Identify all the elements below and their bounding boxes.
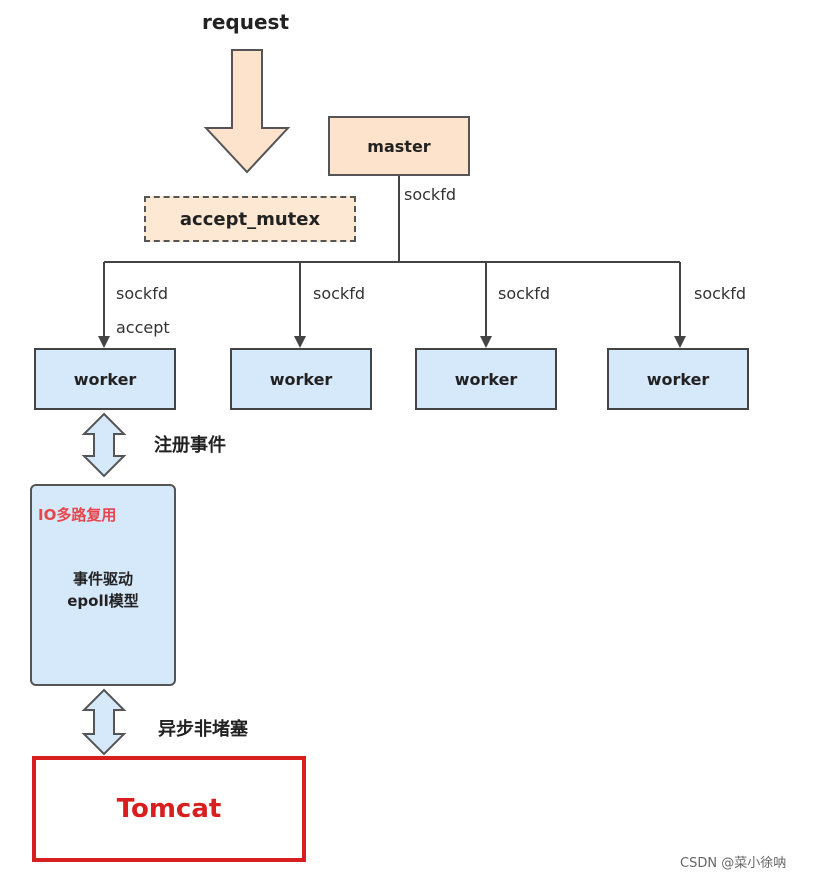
worker-1-sockfd-label: sockfd [116,284,168,303]
request-arrow [203,49,291,174]
worker-4-label: worker [646,369,710,389]
async-nonblocking-label: 异步非堵塞 [158,719,248,740]
worker-3-label: worker [454,369,518,389]
register-event-label: 注册事件 [154,435,226,456]
io-multiplex-title: IO多路复用 [38,506,117,524]
worker-box-3: worker [415,348,557,410]
worker-2-label: worker [269,369,333,389]
master-label: master [367,136,431,156]
tomcat-label: Tomcat [116,794,222,824]
worker-box-1: worker [34,348,176,410]
worker-4-sockfd-label: sockfd [694,284,746,303]
worker-1-label: worker [73,369,137,389]
worker-box-4: worker [607,348,749,410]
accept-mutex-label: accept_mutex [179,208,321,230]
epoll-model-label: epoll模型 [67,592,139,610]
tomcat-box: Tomcat [32,756,306,862]
worker-box-2: worker [230,348,372,410]
register-double-arrow [81,412,127,478]
worker-1-accept-label: accept [116,318,170,337]
accept-mutex-box: accept_mutex [144,196,356,242]
async-double-arrow [81,688,127,756]
master-sockfd-label: sockfd [404,185,456,204]
request-label: request [202,10,290,34]
worker-3-sockfd-label: sockfd [498,284,550,303]
worker-2-sockfd-label: sockfd [313,284,365,303]
event-driven-label: 事件驱动 [72,570,133,588]
io-multiplex-box: IO多路复用 事件驱动 epoll模型 [30,484,176,686]
csdn-watermark: CSDN @菜小徐呐 [680,856,787,871]
master-box: master [328,116,470,176]
